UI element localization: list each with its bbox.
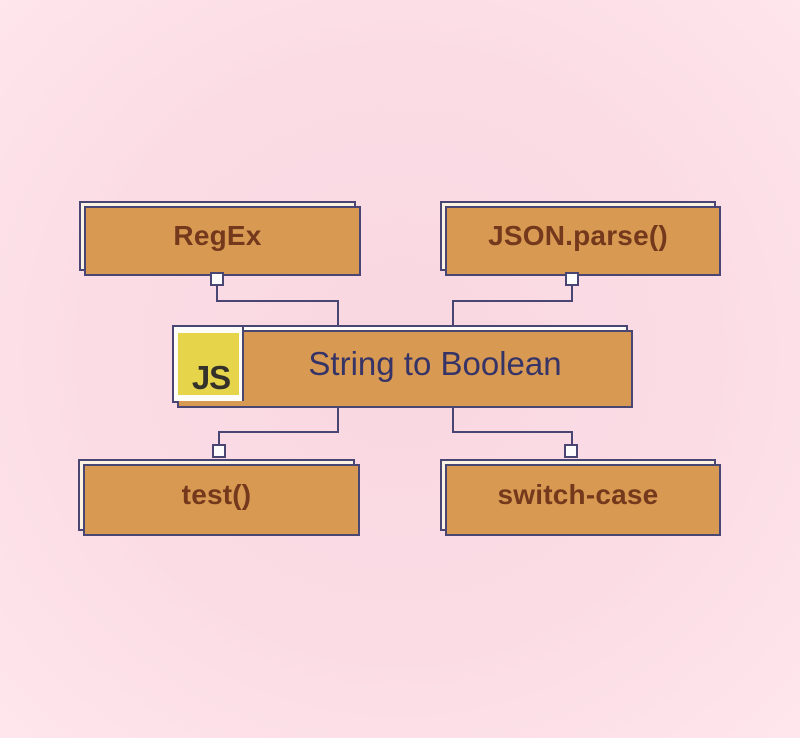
javascript-logo-icon: JS — [177, 333, 239, 396]
node-json-parse-label: JSON.parse() — [488, 220, 668, 251]
connector-line-test-v2 — [218, 431, 220, 446]
connector-port-switchcase — [564, 444, 578, 458]
connector-line-jsonparse-v2 — [452, 300, 454, 327]
connector-line-jsonparse-h — [452, 300, 573, 302]
connector-line-jsonparse-v1 — [571, 284, 573, 302]
connector-line-switchcase-v2 — [571, 431, 573, 446]
connector-line-regex-v1 — [216, 284, 218, 302]
connector-line-regex-v2 — [337, 300, 339, 327]
center-label-cell: String to Boolean — [244, 327, 626, 401]
node-switch-case-label: switch-case — [497, 479, 659, 510]
connector-line-test-h — [218, 431, 339, 433]
node-test-label: test() — [181, 479, 252, 510]
node-regex: RegEx — [79, 201, 361, 276]
connector-line-switchcase-v1 — [452, 401, 454, 433]
connector-port-test — [212, 444, 226, 458]
node-json-parse: JSON.parse() — [440, 201, 721, 276]
node-test: test() — [78, 459, 360, 536]
node-string-to-boolean: JS String to Boolean — [172, 325, 633, 408]
connector-line-test-v1 — [337, 401, 339, 433]
js-logo-cell: JS — [174, 327, 244, 401]
js-logo-text: JS — [191, 358, 231, 396]
diagram-title: String to Boolean — [308, 345, 562, 382]
connector-port-regex — [210, 272, 224, 286]
node-regex-label: RegEx — [173, 220, 262, 251]
connector-line-regex-h — [216, 300, 339, 302]
node-switch-case: switch-case — [440, 459, 721, 536]
connector-line-switchcase-h — [452, 431, 573, 433]
connector-port-jsonparse — [565, 272, 579, 286]
